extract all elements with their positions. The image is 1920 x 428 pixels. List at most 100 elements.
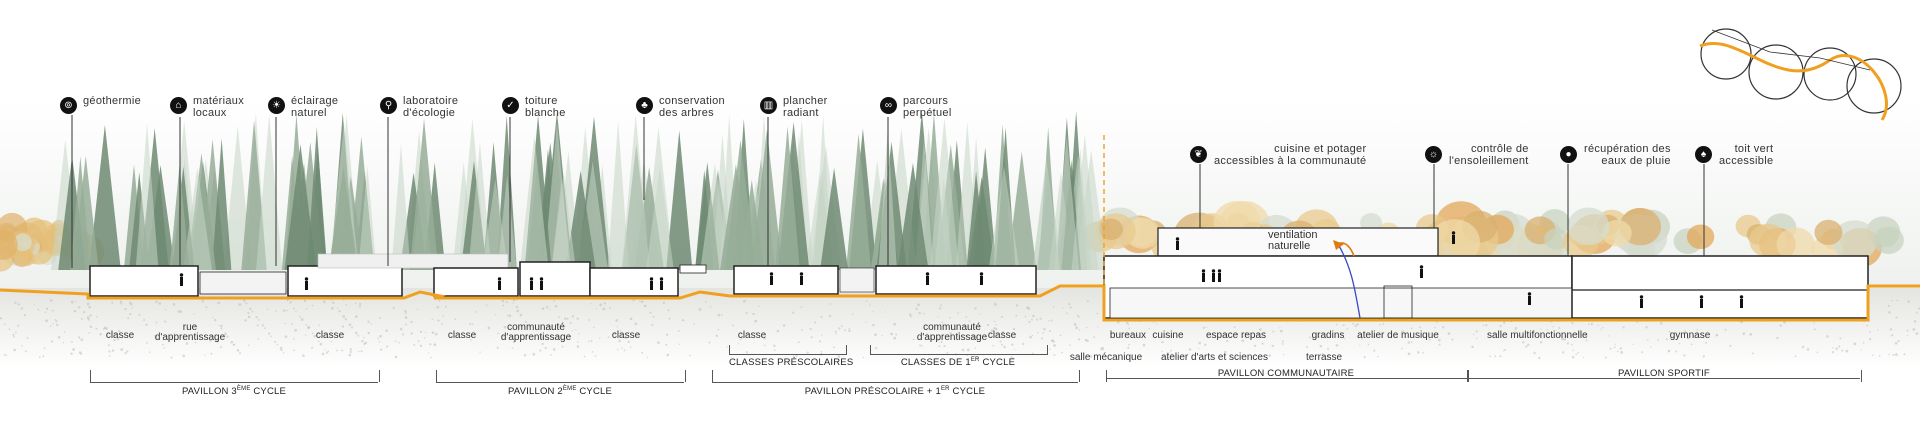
soil-speck [1061, 351, 1063, 354]
soil-speck [330, 333, 333, 336]
feature-label: géothermie [83, 95, 141, 107]
soil-speck [124, 307, 127, 311]
soil-speck [848, 328, 850, 330]
soil-speck [602, 307, 606, 311]
soil-speck [594, 355, 597, 357]
soil-speck [1451, 338, 1454, 341]
soil-speck [1223, 350, 1227, 354]
rainwater-icon: ● [1560, 146, 1577, 163]
soil-speck [394, 340, 397, 342]
soil-speck [502, 304, 505, 307]
soil-speck [979, 313, 981, 315]
soil-speck [261, 324, 264, 327]
pavilion-3-baseline [90, 382, 378, 383]
soil-speck [704, 300, 707, 303]
soil-speck [1891, 334, 1894, 337]
feature-label-line: éclairage [291, 95, 339, 107]
soil-speck [957, 312, 959, 314]
soil-speck [990, 329, 994, 332]
soil-speck [201, 299, 205, 303]
soil-speck [419, 330, 423, 334]
soil-speck [918, 311, 921, 315]
soil-speck [1659, 322, 1663, 325]
soil-speck [1577, 351, 1579, 354]
soil-speck [1889, 328, 1893, 331]
soil-speck [576, 317, 580, 320]
soil-speck [302, 354, 305, 357]
soil-speck [270, 335, 272, 338]
soil-speck [810, 336, 813, 339]
pavilion-community-label: PAVILLON COMMUNAUTAIRE [1217, 368, 1355, 379]
soil-speck [1839, 337, 1842, 340]
soil-speck [791, 311, 795, 314]
soil-speck [745, 312, 748, 315]
soil-speck [431, 331, 435, 334]
soil-speck [1053, 353, 1056, 356]
soil-speck [1561, 337, 1564, 341]
soil-speck [239, 352, 242, 355]
soil-speck [194, 341, 197, 344]
soil-speck [1032, 314, 1035, 318]
soil-speck [909, 313, 912, 316]
person-head [539, 277, 544, 281]
soil-speck [33, 303, 35, 305]
soil-speck [1065, 312, 1068, 315]
soil-speck [862, 356, 865, 359]
soil-speck [809, 327, 812, 331]
soil-speck [776, 329, 780, 333]
soil-speck [1499, 355, 1502, 358]
soil-speck [276, 343, 279, 346]
soil-speck [78, 336, 81, 339]
soil-speck [1062, 307, 1064, 309]
soil-speck [917, 303, 920, 307]
soil-speck [893, 322, 897, 326]
soil-speck [721, 314, 723, 316]
room-label: classe [737, 330, 767, 341]
soil-speck [613, 332, 617, 335]
soil-speck [251, 310, 254, 313]
soil-speck [590, 303, 593, 305]
pavilion-preschool-bracket [712, 370, 1080, 382]
soil-speck [624, 336, 627, 339]
soil-speck [1003, 332, 1005, 335]
person-figure [1202, 273, 1205, 282]
ventilation-arrow-icon [1333, 240, 1344, 250]
soil-speck [1068, 303, 1071, 306]
soil-speck [129, 302, 133, 306]
soil-speck [247, 311, 250, 315]
conifer-tree [988, 166, 1020, 270]
soil-speck [310, 346, 314, 349]
soil-speck [330, 299, 332, 301]
soil-speck [1845, 349, 1849, 353]
soil-speck [226, 335, 229, 338]
soil-speck [1813, 328, 1816, 331]
soil-speck [220, 327, 223, 330]
first-cycle-classes-label: CLASSES DE 1ER CYCLE [900, 357, 1016, 369]
feature-label-line: accessible [1719, 155, 1774, 167]
soil-speck [318, 340, 320, 343]
soil-speck [62, 341, 65, 344]
soil-speck [1600, 328, 1602, 331]
autumn-tree [1814, 219, 1843, 245]
soil-speck [44, 311, 47, 314]
soil-speck [677, 330, 680, 332]
soil-speck [0, 317, 3, 320]
soil-speck [1335, 344, 1339, 347]
soil-speck [829, 303, 832, 305]
soil-speck [1705, 341, 1707, 344]
soil-speck [1396, 335, 1399, 338]
soil-speck [739, 338, 742, 341]
soil-speck [957, 332, 960, 335]
soil-speck [1015, 314, 1018, 317]
soil-speck [219, 346, 223, 349]
person-head [649, 277, 654, 281]
room-label: gymnase [1669, 330, 1711, 341]
soil-speck [1052, 306, 1055, 308]
ground-line [0, 284, 1920, 322]
soil-speck [976, 357, 979, 359]
soil-speck [120, 302, 123, 305]
soil-speck [662, 301, 665, 305]
soil-speck [1012, 327, 1016, 331]
soil-speck [324, 349, 326, 351]
